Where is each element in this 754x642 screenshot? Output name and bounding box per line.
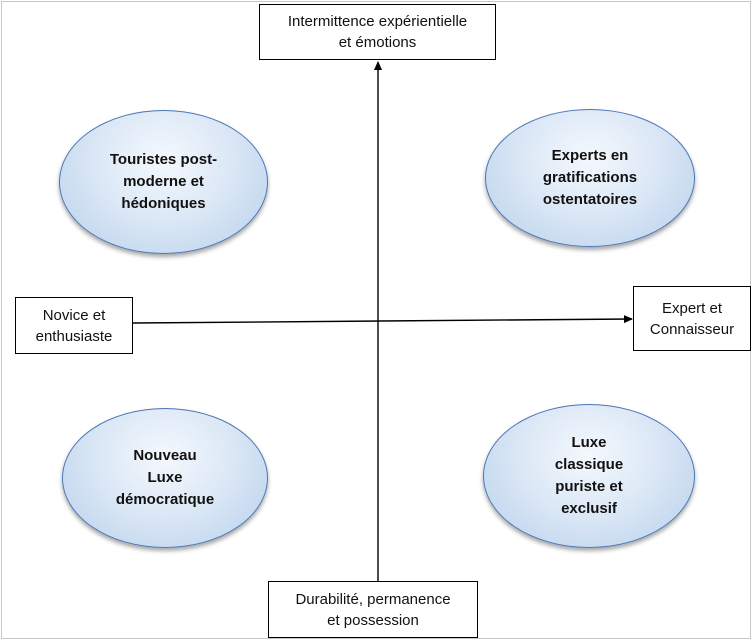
- quadrant-top-right-ellipse: Experts en gratifications ostentatoires: [485, 109, 695, 247]
- quadrant-bottom-left-ellipse: Nouveau Luxe démocratique: [62, 408, 268, 548]
- axis-label-left: Novice et enthusiaste: [15, 297, 133, 354]
- axis-label-top: Intermittence expérientielle et émotions: [259, 4, 496, 60]
- axis-label-bottom: Durabilité, permanence et possession: [268, 581, 478, 638]
- horizontal-axis-arrow: [132, 315, 633, 324]
- quadrant-top-left-ellipse: Touristes post- moderne et hédoniques: [59, 110, 268, 254]
- axis-label-right: Expert et Connaisseur: [633, 286, 751, 351]
- quadrant-bottom-right-ellipse: Luxe classique puriste et exclusif: [483, 404, 695, 548]
